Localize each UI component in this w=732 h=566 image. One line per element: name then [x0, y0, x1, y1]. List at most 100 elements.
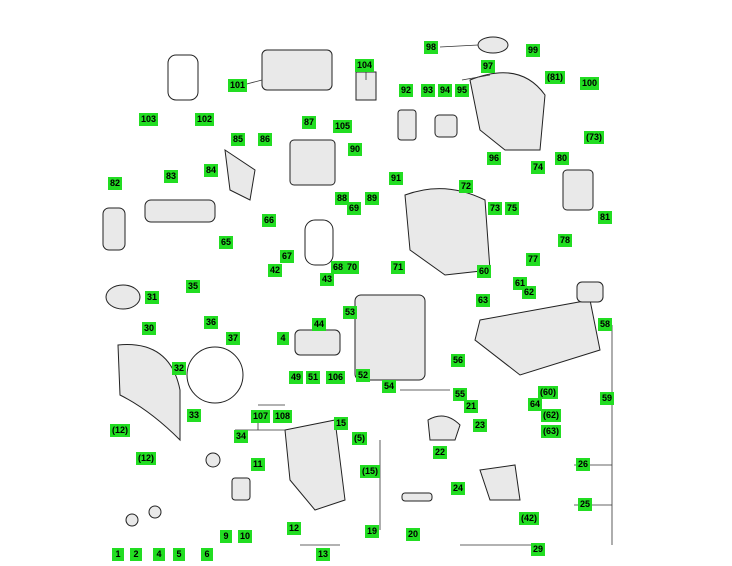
callout-label: 11 — [251, 458, 265, 471]
fence-part — [479, 464, 521, 501]
callout-label: (5) — [352, 432, 367, 445]
callout-label: (60) — [538, 386, 559, 399]
base-plate — [474, 299, 601, 376]
callout-label: 62 — [522, 286, 537, 299]
callout-label: 70 — [345, 261, 360, 274]
armature — [144, 199, 216, 223]
callout-label: 42 — [268, 264, 283, 277]
callout-label: 37 — [226, 332, 241, 345]
spindle-assembly — [294, 329, 341, 356]
callout-label: 93 — [421, 84, 436, 97]
callout-label: 54 — [382, 380, 397, 393]
callout-label: 64 — [528, 398, 543, 411]
callout-label: 78 — [558, 234, 573, 247]
callout-label: 92 — [399, 84, 414, 97]
knob-part — [576, 281, 604, 303]
callout-label: 82 — [108, 177, 123, 190]
clamp-part — [231, 477, 251, 501]
cable-part — [167, 54, 199, 101]
callout-label: 96 — [487, 152, 502, 165]
bar-part — [401, 492, 433, 502]
filter-cover — [562, 169, 594, 211]
callout-label: 33 — [187, 409, 202, 422]
callout-label: 107 — [251, 410, 271, 423]
callout-label: 99 — [526, 44, 541, 57]
callout-label: 94 — [438, 84, 453, 97]
callout-label: 59 — [600, 392, 615, 405]
callout-label: 12 — [287, 522, 302, 535]
callout-label: 10 — [238, 530, 253, 543]
callout-label: 72 — [459, 180, 474, 193]
callout-label: 81 — [598, 211, 613, 224]
callout-label: 97 — [481, 60, 496, 73]
callout-label: 32 — [172, 362, 187, 375]
lever-part — [427, 415, 461, 441]
callout-label: 20 — [406, 528, 421, 541]
callout-label: 73 — [488, 202, 503, 215]
callout-label: 29 — [531, 543, 546, 556]
blade-guard — [117, 344, 181, 442]
callout-label: (62) — [541, 409, 562, 422]
bracket-part — [224, 148, 256, 201]
motor-housing — [404, 188, 491, 276]
callout-label: 4 — [277, 332, 289, 345]
callout-label: 49 — [289, 371, 304, 384]
callout-label: (15) — [360, 465, 381, 478]
spring-part — [304, 219, 334, 266]
callout-label: 89 — [365, 192, 380, 205]
callout-label: (63) — [541, 425, 562, 438]
gearbox — [354, 294, 426, 381]
washer-part — [148, 505, 162, 519]
callout-label: 105 — [333, 120, 353, 133]
callout-label: 67 — [280, 250, 295, 263]
callout-label: 103 — [139, 113, 159, 126]
callout-label: 83 — [164, 170, 179, 183]
callout-label: 101 — [228, 79, 248, 92]
callout-label: 69 — [347, 202, 362, 215]
callout-label: (42) — [519, 512, 540, 525]
callout-label: 80 — [555, 152, 570, 165]
callout-label: 44 — [312, 318, 327, 331]
callout-label: 2 — [130, 548, 142, 561]
callout-label: 84 — [204, 164, 219, 177]
callout-label: 98 — [424, 41, 439, 54]
callout-label: 58 — [598, 318, 613, 331]
trigger-part — [397, 109, 417, 141]
callout-label: 4 — [153, 548, 165, 561]
flange-part — [205, 452, 221, 468]
callout-label: 66 — [262, 214, 277, 227]
callout-label: 102 — [195, 113, 215, 126]
callout-label: 60 — [477, 265, 492, 278]
callout-label: (12) — [110, 424, 131, 437]
callout-label: 26 — [576, 458, 591, 471]
electronics-housing — [261, 49, 333, 91]
callout-label: 75 — [505, 202, 520, 215]
callout-label: 53 — [343, 306, 358, 319]
callout-label: 23 — [473, 419, 488, 432]
callout-label: 68 — [331, 261, 346, 274]
callout-label: 24 — [451, 482, 466, 495]
callout-label: 21 — [464, 400, 479, 413]
callout-label: 30 — [142, 322, 157, 335]
callout-label: 100 — [580, 77, 600, 90]
callout-label: (81) — [545, 71, 566, 84]
callout-label: 104 — [355, 59, 375, 72]
callout-label: 85 — [231, 133, 246, 146]
callout-label: 87 — [302, 116, 317, 129]
callout-label: 95 — [455, 84, 470, 97]
handle-grip — [434, 114, 458, 138]
handle-housing — [469, 72, 546, 151]
callout-label: 9 — [220, 530, 232, 543]
callout-label: 71 — [391, 261, 406, 274]
callout-label: 63 — [476, 294, 491, 307]
saw-blade — [186, 346, 244, 404]
callout-label: 22 — [433, 446, 448, 459]
callout-label: 5 — [173, 548, 185, 561]
callout-label: 19 — [365, 525, 380, 538]
callout-label: 51 — [306, 371, 321, 384]
callout-label: 1 — [112, 548, 124, 561]
callout-label: 65 — [219, 236, 234, 249]
callout-label: 13 — [316, 548, 331, 561]
stator — [289, 139, 336, 186]
